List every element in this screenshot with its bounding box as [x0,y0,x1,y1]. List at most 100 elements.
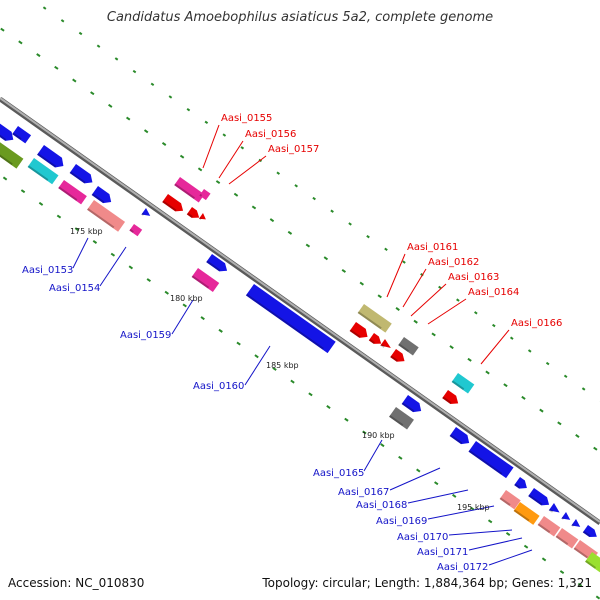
gene-shade [513,509,530,522]
gene-label-aasi-0168: Aasi_0168 [356,500,407,511]
tick-mark [326,405,331,409]
gene-arrow [548,503,560,513]
tick-mark [344,417,349,422]
gene-label-aasi-0170: Aasi_0170 [397,532,448,543]
gene-feature [91,186,112,204]
gene-shade [141,212,145,216]
leader-line [427,298,467,325]
tick-mark [143,129,149,134]
gene-box [199,189,211,201]
tick-mark [341,268,347,273]
gene-shade [537,523,551,534]
tick-mark [254,354,259,359]
tick-mark [146,278,151,283]
gene-feature [12,126,32,144]
tick-mark [541,557,547,562]
gene-feature [191,268,220,292]
gene-feature [499,490,521,510]
tick-mark [312,196,316,201]
tick-mark [398,455,403,460]
tick-mark [380,443,385,448]
scale-label-185: 185 kbp [266,361,299,370]
leader-line [363,439,383,472]
gene-label-aasi-0162: Aasi_0162 [428,257,479,268]
gene-feature [198,213,206,220]
gene-feature [442,390,459,404]
gene-feature [537,516,561,537]
tick-mark [290,379,295,384]
tick-mark [557,421,562,426]
gene-shade [349,329,361,338]
leader-line [407,489,469,504]
gene-shade [37,153,57,168]
tick-mark [197,167,203,172]
gene-arrow [571,519,581,527]
gene-feature [206,254,228,272]
tick-mark [416,468,421,473]
tick-mark [114,57,119,61]
gene-arrow [206,254,228,272]
gene-shade [499,497,511,506]
gene-feature [245,284,336,354]
leader-line [228,155,267,185]
gene-label-aasi-0155: Aasi_0155 [221,113,272,124]
gene-shade [451,380,465,391]
gene-feature [548,503,560,513]
tick-mark [218,328,223,333]
leader-line [218,140,244,179]
gene-label-aasi-0156: Aasi_0156 [245,129,296,140]
gene-label-aasi-0163: Aasi_0163 [448,272,499,283]
gene-arrow [561,512,571,520]
tick-mark [233,192,239,197]
tick-mark [395,307,400,311]
leader-line [480,329,510,365]
gene-label-aasi-0171: Aasi_0171 [417,547,468,558]
tick-mark [56,214,62,219]
gene-shade [27,165,49,181]
tick-mark [287,230,293,235]
gene-arrow [449,427,470,445]
tick-mark [132,69,137,74]
tick-mark [523,544,529,549]
tick-mark [413,319,418,324]
gene-arrow [401,395,422,413]
gene-shade [368,338,375,344]
leader-line [202,124,220,169]
tick-mark [42,6,47,10]
gene-arrow [0,118,14,141]
gene-shade [91,193,105,204]
gene-shade [162,200,177,212]
tick-mark [581,387,586,391]
gene-shade [357,311,382,330]
gene-shade [12,132,22,140]
gene-label-aasi-0153: Aasi_0153 [22,265,73,276]
accession-text: Accession: NC_010830 [8,576,145,590]
tick-mark [527,349,532,353]
gene-arrow [186,207,200,218]
gene-arrow [368,333,382,344]
gene-shade [206,260,221,272]
gene-shade [245,293,324,350]
tick-mark [294,184,298,188]
tick-mark [38,201,44,206]
gene-box [12,126,32,144]
leader-line [468,537,523,551]
tick-mark [72,78,77,83]
tick-mark [240,146,245,150]
tick-mark [467,357,472,362]
gene-shade [58,186,78,201]
gene-shade [174,183,195,200]
tick-mark [200,316,205,321]
gene-shade [191,275,210,289]
tick-mark [74,227,80,232]
gene-box [389,407,414,430]
gene-shade [389,415,404,427]
gene-feature [380,339,391,349]
gene-feature [58,180,87,205]
gene-feature [561,512,571,520]
tick-mark [377,294,382,299]
tick-mark [168,95,173,99]
scale-label-195: 195 kbp [457,503,490,512]
gene-feature [186,207,200,218]
